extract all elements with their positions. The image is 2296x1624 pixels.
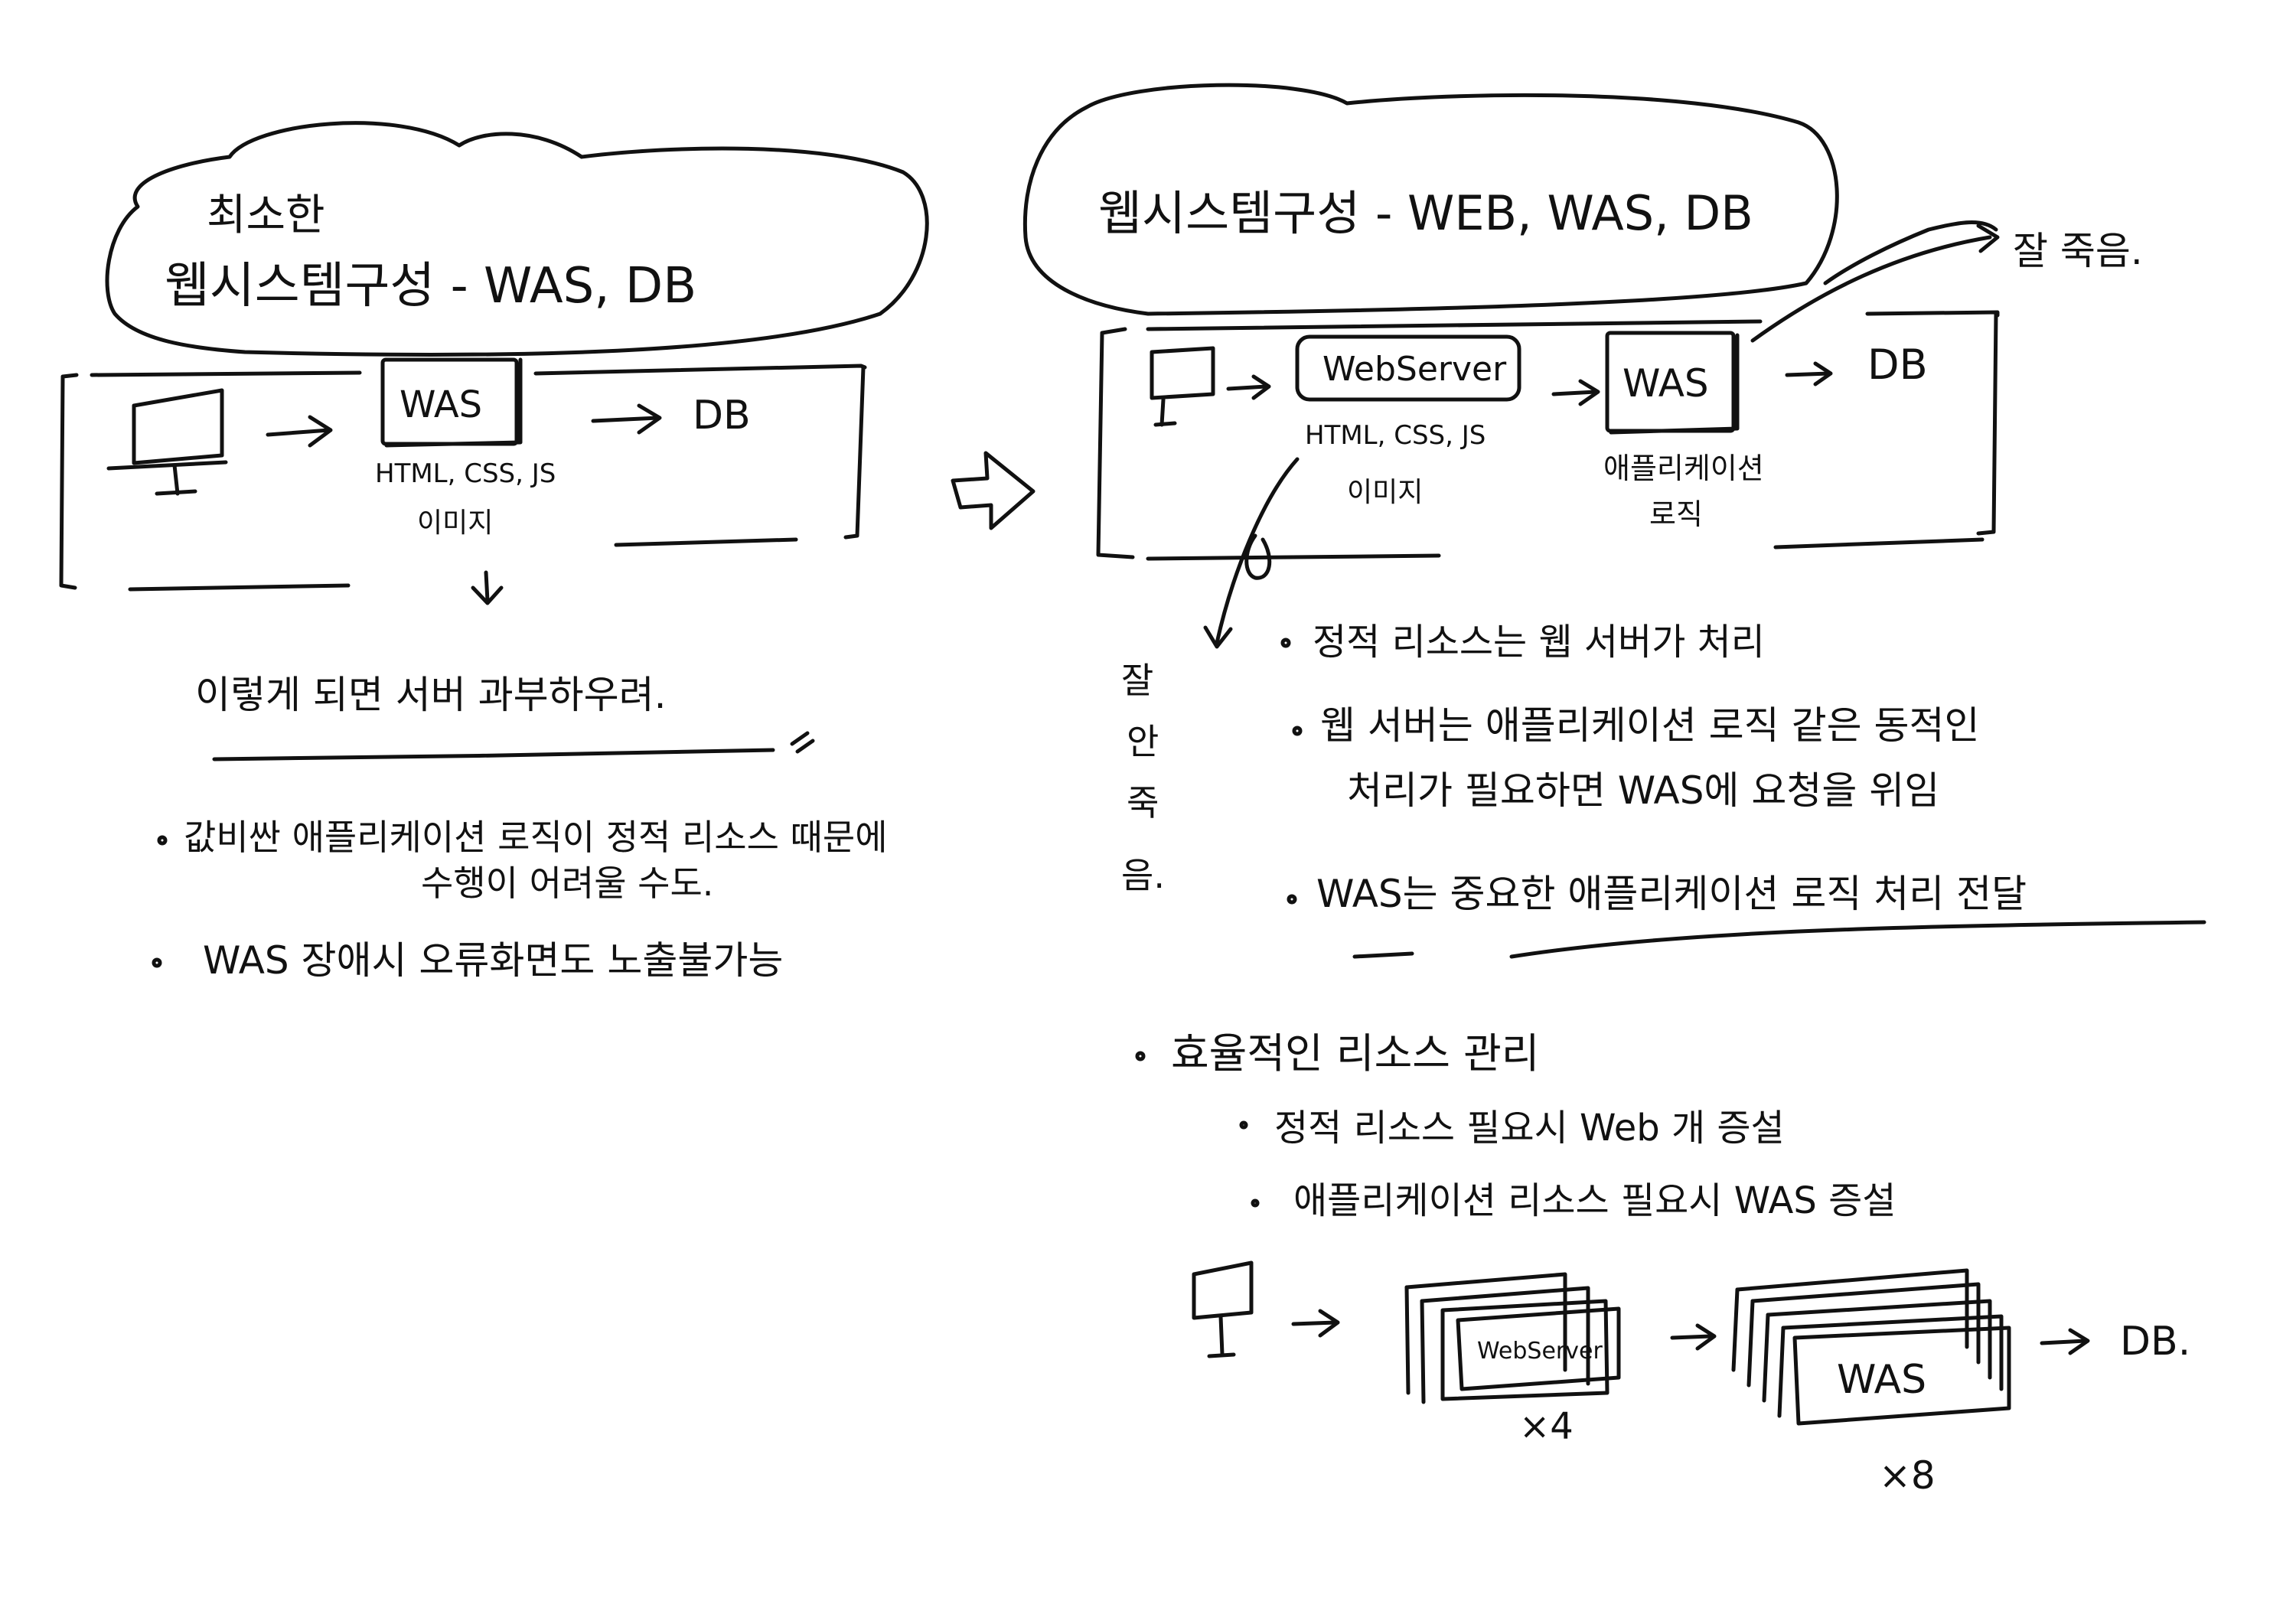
left-title-line1: 최소한 — [207, 191, 325, 240]
right-bullet-dot-1 — [1280, 638, 1291, 648]
right-arrow-was-to-db — [1785, 361, 1833, 386]
efficiency-title: 효율적인 리소스 관리 — [1171, 1029, 1539, 1078]
left-was-caption2: 이미지 — [417, 507, 493, 539]
scale-webserver-count: ×4 — [1519, 1405, 1574, 1448]
scale-db-label: DB. — [2120, 1319, 2190, 1365]
right-frame-top — [1146, 319, 1763, 331]
right-frame-top-right — [1865, 310, 2000, 318]
left-was-caption1: HTML, CSS, JS — [375, 458, 556, 489]
right-bullet-dot-2 — [1292, 726, 1303, 736]
left-text-group: 최소한 웹시스템구성 - WAS, DB WAS HTML, CSS, JS 이… — [165, 191, 888, 983]
was-important-underline — [1509, 920, 2206, 959]
right-db-label: DB — [1867, 341, 1928, 389]
scale-client-monitor-icon — [1192, 1260, 1254, 1358]
left-conclusion-underline — [212, 748, 775, 761]
side-note-arrow — [1203, 457, 1300, 649]
scale-was-count: ×8 — [1879, 1453, 1936, 1498]
right-bullet-2: 웹 서버는 애플리케이션 로직 같은 동적인 — [1320, 703, 1979, 748]
right-frame-bottom-left — [1146, 553, 1441, 561]
right-bullet-dot-4 — [1135, 1051, 1146, 1061]
right-frame-bottom-right — [1773, 537, 1985, 549]
left-frame-bottom-right — [614, 537, 798, 547]
left-db-label: DB — [693, 393, 751, 439]
left-title-line2: 웹시스템구성 - WAS, DB — [165, 258, 696, 315]
scale-was-label: WAS — [1837, 1357, 1926, 1403]
scale-arrow-was-to-db — [2040, 1328, 2090, 1355]
webserver-caption1: HTML, CSS, JS — [1305, 420, 1486, 451]
right-frame-right-line — [1976, 311, 1998, 536]
left-frame-right-line — [843, 365, 866, 540]
side-note-char-4: 음. — [1121, 855, 1165, 896]
right-bullet-dot-6 — [1251, 1198, 1260, 1208]
right-bullet-dot-5 — [1239, 1120, 1248, 1130]
right-frame-bracket-left — [1096, 327, 1135, 559]
was-important-underline-short — [1352, 951, 1414, 959]
left-bullet-1-cont: 수행이 어려울 수도. — [421, 863, 713, 904]
left-was-label: WAS — [400, 383, 482, 426]
left-frame-bracket-left — [59, 373, 79, 590]
scale-arrow-client-to-web — [1291, 1309, 1340, 1338]
left-arrow-client-to-was — [266, 415, 333, 448]
scale-was-stack — [1731, 1268, 2011, 1426]
transition-arrow — [951, 451, 1035, 530]
left-arrow-was-to-db — [591, 403, 662, 435]
efficiency-item-2: 애플리케이션 리소스 필요시 WAS 증설 — [1293, 1179, 1896, 1222]
right-bullet-dot-3 — [1287, 894, 1297, 905]
webserver-label: WebServer — [1322, 350, 1507, 389]
left-conclusion-text: 이렇게 되면 서버 과부하우려. — [195, 673, 667, 717]
webserver-caption2: 이미지 — [1347, 477, 1423, 508]
left-frame-top-right — [533, 364, 867, 376]
client-monitor-icon — [106, 388, 228, 496]
right-client-monitor-icon — [1150, 346, 1215, 427]
left-frame-bottom-line — [128, 583, 351, 592]
right-title-cloud — [1022, 83, 1839, 316]
left-bullet-1: 값비싼 애플리케이션 로직이 정적 리소스 때문에 — [184, 817, 888, 858]
right-bullet-2-cont: 처리가 필요하면 WAS에 요청을 위임 — [1347, 768, 1939, 813]
right-was-box-shadow — [1609, 333, 1740, 435]
side-note-char-1: 잘 — [1121, 660, 1153, 701]
right-arrow-web-to-was — [1551, 379, 1600, 406]
right-bullet-3: WAS는 중요한 애플리케이션 로직 처리 전달 — [1316, 872, 2027, 916]
left-bullet-2: WAS 장애시 오류화면도 노출불가능 — [203, 938, 783, 983]
webserver-box — [1295, 334, 1521, 402]
left-bullet-dot-1 — [157, 835, 168, 846]
efficiency-item-1: 정적 리소스 필요시 Web 개 증설 — [1274, 1107, 1785, 1150]
right-bullet-1: 정적 리소스는 웹 서버가 처리 — [1313, 621, 1765, 664]
left-was-box-shadow — [384, 357, 523, 448]
left-down-arrow — [471, 570, 504, 605]
right-was-caption2: 로직 — [1649, 497, 1703, 531]
right-arrow-client-to-web — [1226, 374, 1271, 400]
good-note: 잘 죽음. — [2013, 229, 2143, 273]
right-text-group: 웹시스템구성 - WEB, WAS, DB WebServer HTML, CS… — [1098, 185, 2190, 1498]
side-note-char-2: 안 — [1127, 721, 1159, 762]
scale-arrow-web-to-was — [1670, 1323, 1717, 1351]
left-bullet-dot-2 — [152, 957, 162, 968]
right-was-caption1: 애플리케이션 — [1603, 452, 1764, 485]
left-frame-top-line — [90, 370, 362, 377]
left-conclusion-tick — [790, 731, 815, 754]
right-title: 웹시스템구성 - WEB, WAS, DB — [1098, 185, 1753, 241]
side-note-char-3: 죽 — [1127, 782, 1159, 823]
left-title-cloud — [105, 121, 929, 357]
right-was-label: WAS — [1623, 361, 1709, 406]
scale-webserver-label: WebServer — [1477, 1338, 1603, 1365]
good-note-arrow — [1750, 220, 2000, 343]
scale-webserver-stack — [1404, 1272, 1621, 1404]
